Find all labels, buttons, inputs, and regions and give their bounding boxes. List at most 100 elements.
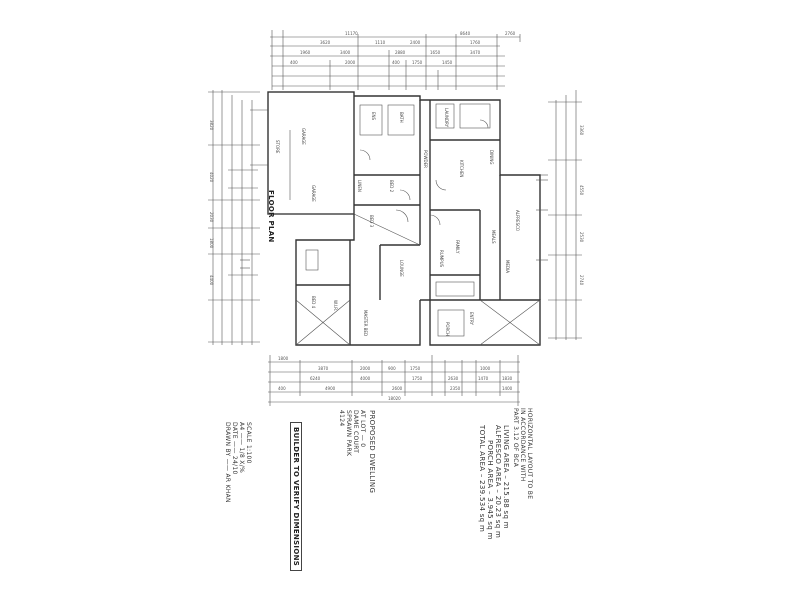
project-street: DAME COURT [352,410,359,454]
room-label-garage-2: GARAGE [311,185,316,202]
top-dimension-values: 11170 8640 2760 3620 1110 2400 1760 1960… [290,31,516,65]
room-label-meals: MEALS [491,230,496,244]
project-lot: AT LOT — 0 [359,410,366,448]
left-dimension-values: 3820 4020 2030 1800 4400 [209,120,214,286]
room-label-bed3: BED 3 [369,215,374,228]
room-label-laundry: LAUNDRY [444,108,449,128]
internal-lines [240,103,548,346]
dim-bot-r3-1: 400 [278,386,286,391]
room-label-store: STORE [275,140,280,154]
dim-bot-r2-6: 1830 [502,376,513,381]
dim-top-r4-5: 1450 [442,60,453,65]
right-dimension-values: 3360 4550 2530 2740 [579,125,584,286]
room-label-linen: LINEN [357,180,362,192]
dim-top-3: 2760 [505,31,516,36]
left-dimension-lines [208,90,260,345]
dim-right-4: 2740 [579,275,584,286]
dim-right-2: 4550 [579,185,584,196]
room-labels: GARAGE GARAGE STORE BED 2 BED 3 BED 4 EN… [275,108,520,336]
building-walls [267,91,541,346]
room-label-alfresco: ALFRESCO [515,210,520,231]
project-title: PROPOSED DWELLING [368,410,376,494]
floor-plan-label: FLOOR PLAN [267,190,275,243]
project-postcode: 4124 [338,410,345,427]
dim-top-r4-1: 400 [290,60,298,65]
room-label-rumpus: RUMPUS [439,250,444,267]
dim-top-2: 8640 [460,31,471,36]
dim-bot-r3-5: 1400 [502,386,513,391]
dim-bot-overall: 18020 [388,396,401,401]
room-label-kitchen: KITCHEN [459,160,464,177]
dim-bot-r3-3: 2600 [392,386,403,391]
room-label-wir: W.I.R. [333,300,338,311]
dim-top-1: 11170 [345,31,358,36]
dim-bot-r1-3: 2000 [360,366,371,371]
right-dimension-lines [540,90,582,340]
dim-top-r4-3: 400 [392,60,400,65]
dim-bot-r2-4: 2630 [448,376,459,381]
dim-right-3: 2530 [579,232,584,243]
dim-top-r4-2: 2000 [345,60,356,65]
area-total: TOTAL AREA – 239.534 sq m [478,425,486,533]
dim-top-r2-4: 1760 [470,40,481,45]
dim-bot-r1-1: 1800 [278,356,289,361]
dim-bot-r3-2: 4900 [325,386,336,391]
dim-left-1: 3820 [209,120,214,131]
dim-bot-r1-6: 1000 [480,366,491,371]
dim-left-3: 2030 [209,212,214,223]
dim-bot-r2-1: 6240 [310,376,321,381]
bca-note-line-1: HORIZONTAL LAYOUT TO BE [526,408,533,500]
dim-top-r3-1: 1960 [300,50,311,55]
room-label-master-bed: MASTER BED [363,310,368,336]
room-label-family: FAMILY [455,240,460,254]
room-label-entry: ENTRY [469,312,474,325]
dim-top-r3-3: 2880 [395,50,406,55]
dim-bot-r1-2: 3870 [318,366,329,371]
scale-line-2: A4 —— 1/8 X/% [238,422,245,474]
area-living-value: 215.88 sq m [502,481,510,529]
room-label-garage: GARAGE [301,128,306,145]
area-living-label: LIVING AREA [502,425,510,473]
dim-top-r2-1: 3620 [320,40,331,45]
scale-line-1: SCALE 1:100 [245,422,252,464]
room-label-bath: BATH [399,112,404,123]
dim-top-r2-2: 1110 [375,40,386,45]
bottom-dimension-lines [268,355,520,406]
dim-bot-r2-5: 1470 [478,376,489,381]
area-porch-label: PORCH AREA [486,440,494,489]
dim-left-2: 4020 [209,172,214,183]
area-total-value: 239.534 sq m [478,480,486,533]
room-label-bed2: BED 2 [389,180,394,193]
dim-bot-r2-2: 4000 [360,376,371,381]
area-alfresco: ALFRESCO AREA – 20.23 sq m [494,425,502,539]
scale-line-4: DRAWN BY —— AR KHAN [224,422,231,503]
room-label-bed4: BED 4 [311,296,316,309]
area-living: LIVING AREA – 215.88 sq m [502,425,510,529]
dim-bot-r1-5: 1750 [410,366,421,371]
scale-line-3: DATE —— 24/10 [231,422,238,475]
builder-verify-note: BUILDER TO VERIFY DIMENSIONS [290,422,302,572]
bottom-dimension-values: 1800 3870 2000 900 1750 1000 6240 4000 1… [278,356,513,401]
area-alfresco-label: ALFRESCO AREA [494,425,502,487]
room-label-lounge: LOUNGE [399,260,404,277]
dim-top-r4-4: 1750 [412,60,423,65]
dim-bot-r1-4: 900 [388,366,396,371]
dim-bot-r2-3: 1750 [412,376,423,381]
room-label-porch: PORCH [445,322,450,336]
dim-right-1: 3360 [579,125,584,136]
dim-top-r3-2: 3400 [340,50,351,55]
bca-note-line-3: PART 3.12 OF BCA [512,408,519,468]
room-label-ens: ENS [371,112,376,121]
top-dimension-lines [270,30,521,90]
area-alfresco-value: 20.23 sq m [494,495,502,539]
room-label-dining: DINING [489,150,494,165]
room-label-media: MEDIA [505,260,510,273]
area-porch-value: 3.945 sq m [486,497,494,540]
project-suburb: SPRAWN PARK [345,410,352,457]
bca-note-line-2: IN ACCORDANCE WITH [519,408,526,482]
dim-bot-r3-4: 2350 [450,386,461,391]
dim-top-r3-5: 3470 [470,50,481,55]
dim-top-r2-3: 2400 [410,40,421,45]
